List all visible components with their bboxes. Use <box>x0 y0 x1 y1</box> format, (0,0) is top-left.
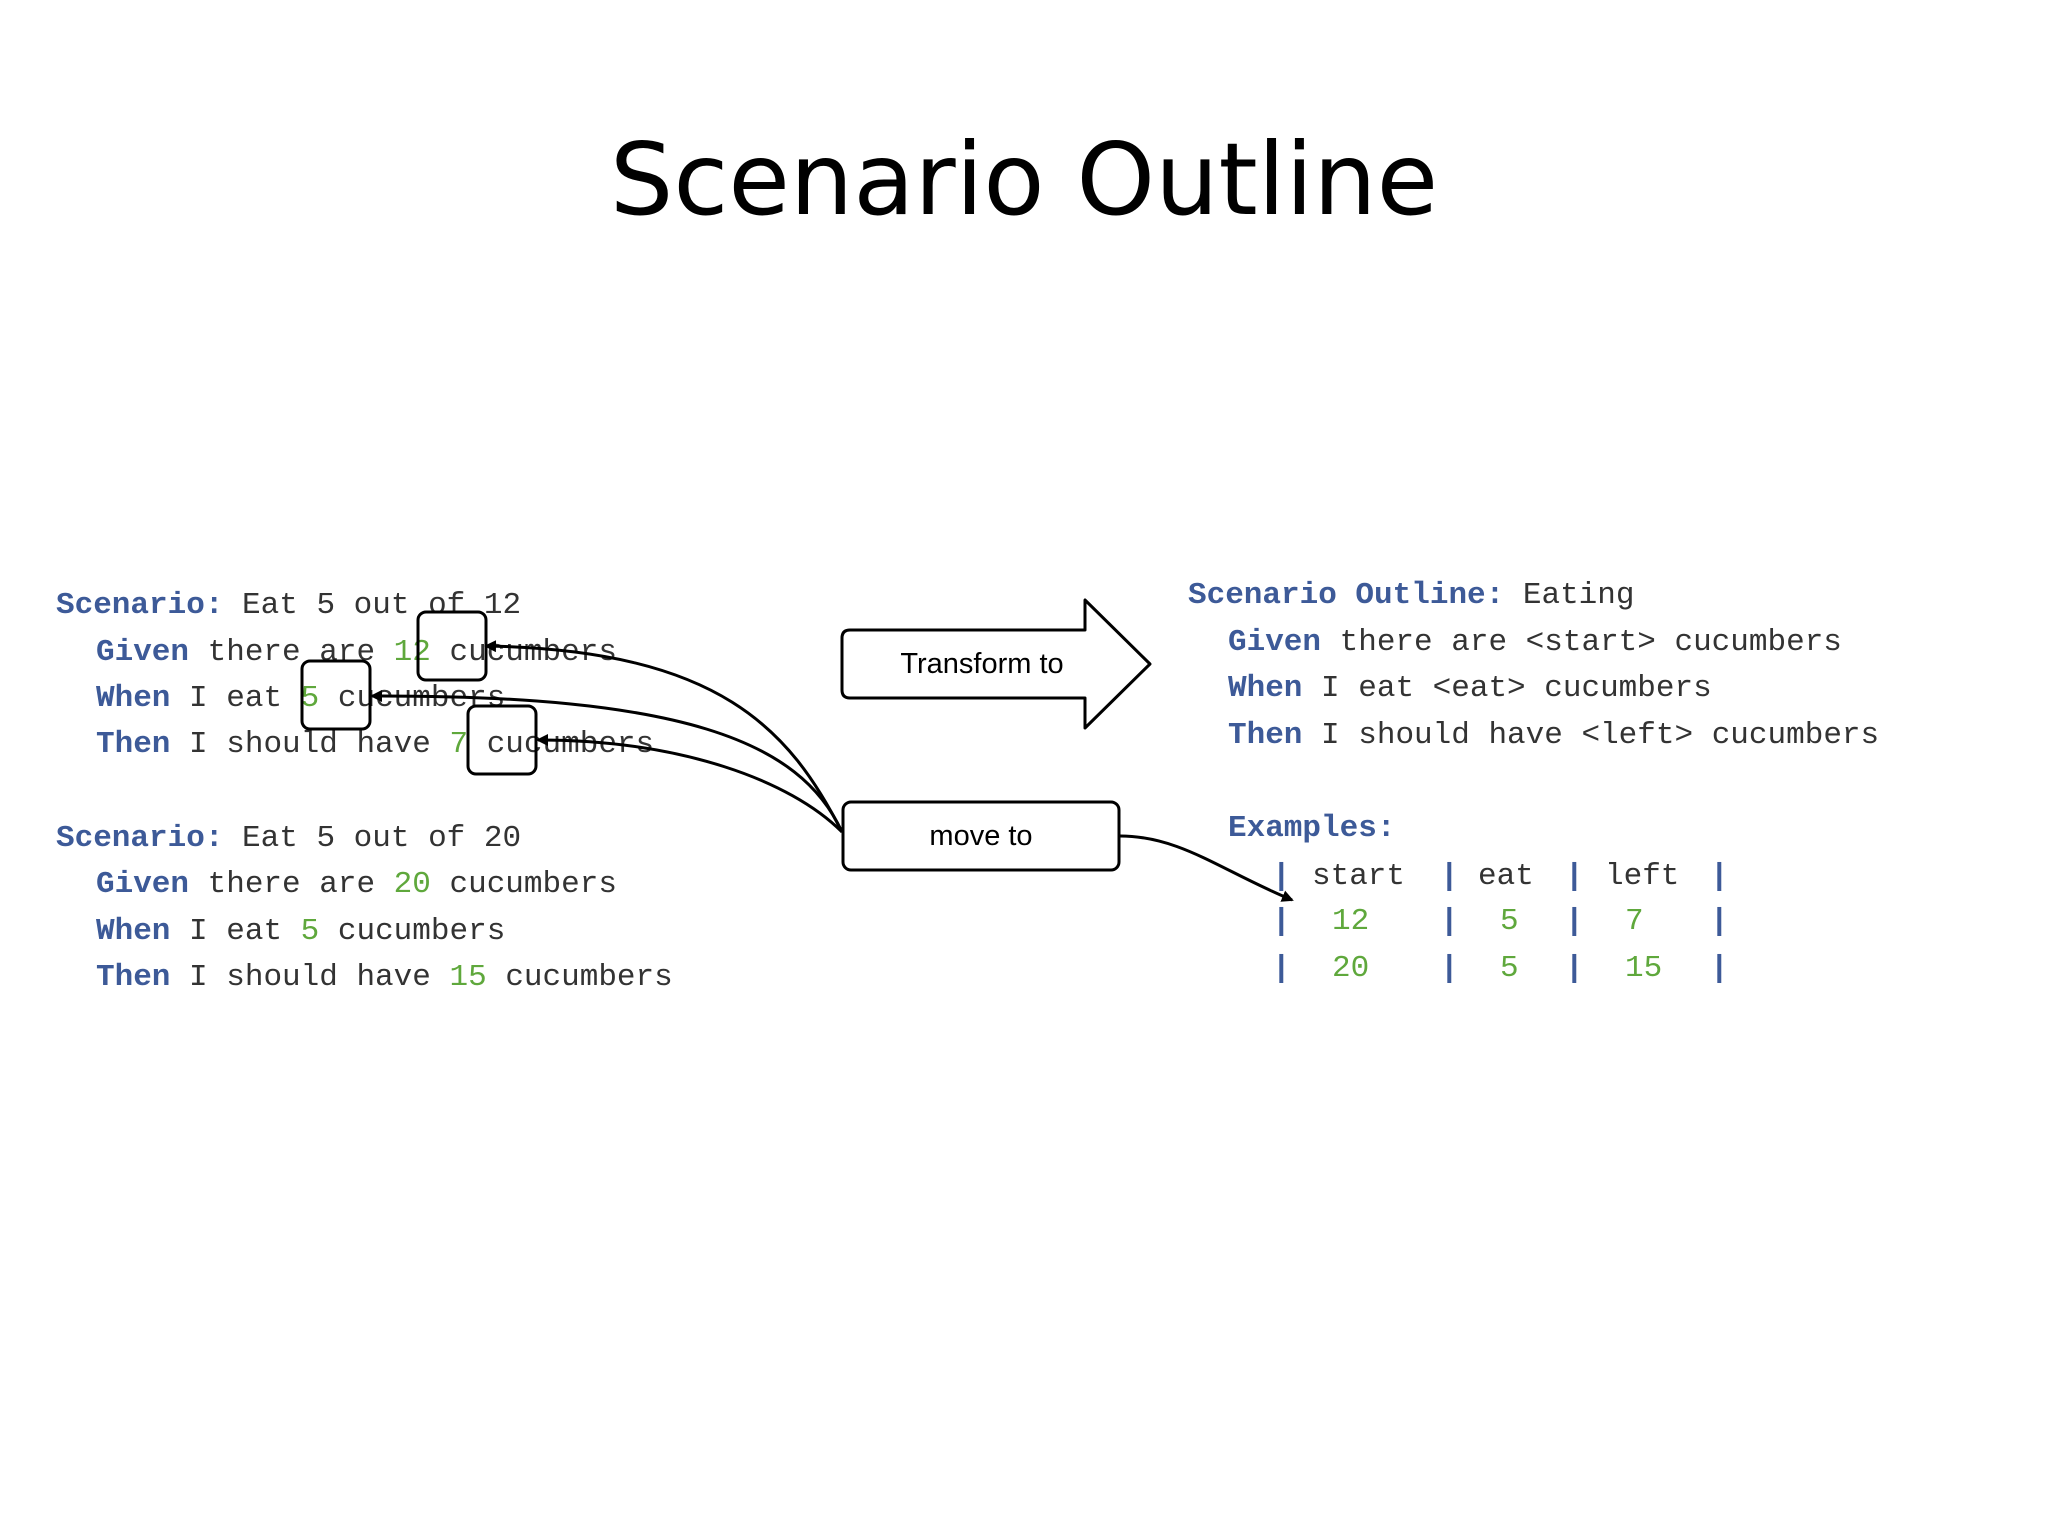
when-text: I eat <box>189 914 283 949</box>
then-text: I should have <left> cucumbers <box>1321 718 1880 753</box>
outline-then-line: Then I should have <left> cucumbers <box>1228 720 1879 751</box>
table-cell: 5 <box>1500 904 1519 939</box>
when-number: 5 <box>300 681 320 716</box>
given-keyword: Given <box>96 867 190 902</box>
given-text: there are <box>207 867 376 902</box>
then-number: 15 <box>449 960 487 995</box>
scenario-2-header: Scenario: Eat 5 out of 20 <box>56 823 521 854</box>
when-tail: cucumbers <box>337 914 506 949</box>
highlight-box-7 <box>466 704 538 776</box>
then-keyword: Then <box>96 960 171 995</box>
given-tail: cucumbers <box>449 867 617 902</box>
scenario-1-then-line: Then I should have 7 cucumbers <box>96 729 654 760</box>
table-cell: 5 <box>1500 951 1519 986</box>
given-text: there are <start> cucumbers <box>1339 625 1842 660</box>
then-number: 7 <box>449 727 469 762</box>
when-text: I eat <eat> cucumbers <box>1321 671 1712 706</box>
then-keyword: Then <box>96 727 171 762</box>
when-keyword: When <box>96 914 171 949</box>
table-cell: 7 <box>1625 904 1644 939</box>
given-tail: cucumbers <box>449 635 617 670</box>
when-keyword: When <box>1228 671 1303 706</box>
connector-to-12 <box>484 640 844 833</box>
scenario-2-when-line: When I eat 5 cucumbers <box>96 916 505 947</box>
transform-label: Transform to <box>900 648 1064 680</box>
connector-to-5 <box>370 689 844 833</box>
then-tail: cucumbers <box>505 960 673 995</box>
highlight-box-12 <box>416 610 488 682</box>
scenario-1-given-line: Given there are 12 cucumbers <box>96 637 617 668</box>
transform-arrow-shape <box>840 598 1152 730</box>
when-keyword: When <box>96 681 171 716</box>
connector-to-7 <box>536 734 844 834</box>
outline-header: Scenario Outline: Eating <box>1188 580 1635 611</box>
given-number: 20 <box>393 867 431 902</box>
examples-keyword: Examples: <box>1228 811 1396 846</box>
then-text: I should have <box>189 727 431 762</box>
when-number: 5 <box>300 914 320 949</box>
outline-keyword: Scenario Outline: <box>1188 578 1505 613</box>
then-text: I should have <box>189 960 431 995</box>
given-number: 12 <box>393 635 431 670</box>
table-header-start: start <box>1312 859 1406 894</box>
scenario-name: Eat 5 out of 12 <box>242 588 522 623</box>
scenario-2-given-line: Given there are 20 cucumbers <box>96 869 617 900</box>
table-header-left: left <box>1605 859 1680 894</box>
given-text: there are <box>207 635 376 670</box>
given-keyword: Given <box>1228 625 1322 660</box>
scenario-keyword: Scenario: <box>56 821 224 856</box>
given-keyword: Given <box>96 635 190 670</box>
when-text: I eat <box>189 681 283 716</box>
examples-heading: Examples: <box>1228 813 1395 844</box>
connector-to-examples <box>1119 834 1294 902</box>
outline-name: Eating <box>1522 578 1635 613</box>
move-to-label: move to <box>929 820 1033 852</box>
scenario-name: Eat 5 out of 20 <box>242 821 522 856</box>
scenario-1-header: Scenario: Eat 5 out of 12 <box>56 590 521 621</box>
table-cell: 15 <box>1625 951 1663 986</box>
scenario-keyword: Scenario: <box>56 588 224 623</box>
then-keyword: Then <box>1228 718 1303 753</box>
slide-title: Scenario Outline <box>609 121 1439 238</box>
table-cell: 12 <box>1332 904 1370 939</box>
scenario-2-then-line: Then I should have 15 cucumbers <box>96 962 673 993</box>
table-header-eat: eat <box>1478 859 1534 894</box>
outline-given-line: Given there are <start> cucumbers <box>1228 627 1842 658</box>
outline-when-line: When I eat <eat> cucumbers <box>1228 673 1712 704</box>
highlight-box-5 <box>300 659 372 731</box>
move-to-box <box>841 800 1121 872</box>
table-cell: 20 <box>1332 951 1370 986</box>
